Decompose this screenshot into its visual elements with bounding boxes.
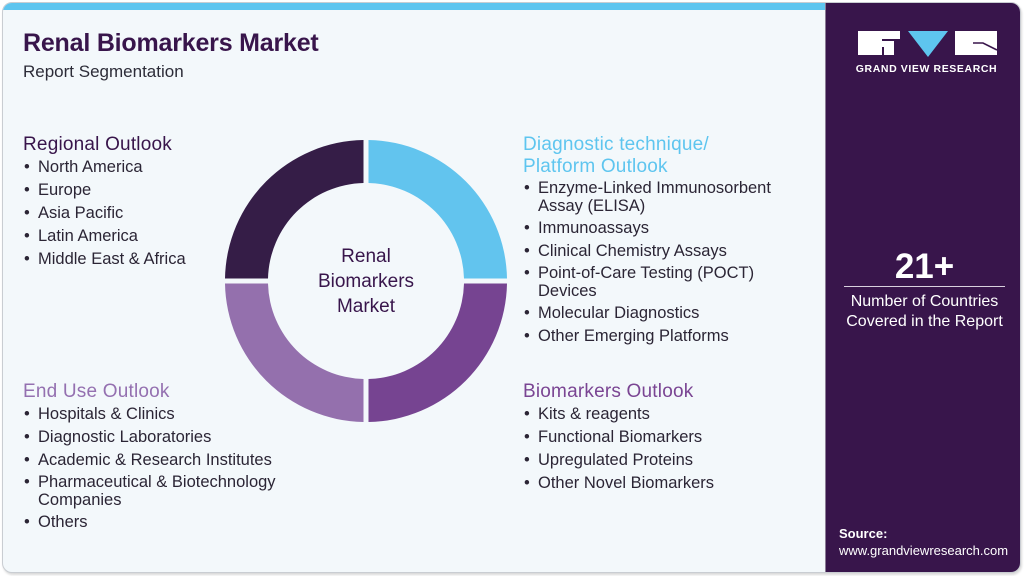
donut-center-line: Biomarkers: [317, 270, 415, 292]
list-item: Academic & Research Institutes: [23, 450, 323, 470]
donut-center-line: Renal: [341, 245, 391, 267]
logo-wordmark: GRAND VIEW RESEARCH: [855, 63, 998, 75]
source-title: Source:: [839, 526, 888, 541]
list-item: Upregulated Proteins: [523, 450, 714, 470]
stat-divider: [844, 286, 1005, 287]
list-item: Functional Biomarkers: [523, 427, 714, 447]
page-subtitle: Report Segmentation: [23, 62, 184, 81]
list-item: Other Novel Biomarkers: [523, 473, 714, 493]
list-item: Kits & reagents: [523, 404, 714, 424]
top-accent-stripe: [3, 3, 825, 10]
list-item: Diagnostic Laboratories: [23, 427, 323, 447]
countries-label: Number of Countries Covered in the Repor…: [826, 292, 1020, 332]
list-item: Other Emerging Platforms: [523, 326, 813, 346]
list-item: Immunoassays: [523, 218, 813, 238]
biomarkers-outlook-section: Biomarkers Outlook Kits & reagents Funct…: [523, 381, 714, 496]
donut-segment-end-use: [225, 283, 364, 422]
end-use-list: Hospitals & Clinics Diagnostic Laborator…: [23, 404, 323, 532]
donut-segment-biomarkers: [368, 283, 507, 422]
list-item: Europe: [23, 180, 186, 200]
biomarkers-list: Kits & reagents Functional Biomarkers Up…: [523, 404, 714, 493]
diagnostic-list: Enzyme-Linked Immunosorbent Assay (ELISA…: [523, 179, 813, 346]
list-item: Enzyme-Linked Immunosorbent Assay (ELISA…: [523, 179, 803, 215]
donut-center-line: Market: [336, 295, 396, 317]
list-item: Point-of-Care Testing (POCT) Devices: [523, 264, 783, 300]
sidebar-panel: GRAND VIEW RESEARCH 21+ Number of Countr…: [825, 3, 1020, 572]
countries-count: 21+: [894, 247, 955, 286]
list-item: Asia Pacific: [23, 203, 186, 223]
section-title-line1: Diagnostic technique/: [523, 134, 709, 155]
list-item: Molecular Diagnostics: [523, 303, 813, 323]
diagnostic-platform-outlook-section: Diagnostic technique/ Platform Outlook E…: [523, 134, 813, 349]
section-title: Diagnostic technique/ Platform Outlook: [523, 134, 813, 178]
source-link[interactable]: www.grandviewresearch.com: [839, 543, 1009, 558]
countries-label-line1: Number of Countries: [850, 293, 999, 310]
regional-outlook-section: Regional Outlook North America Europe As…: [23, 134, 186, 272]
donut-chart-graphic: [225, 140, 507, 422]
list-item: North America: [23, 157, 186, 177]
end-use-outlook-section: End Use Outlook Hospitals & Clinics Diag…: [23, 381, 323, 535]
section-title: End Use Outlook: [23, 381, 170, 402]
section-title: Biomarkers Outlook: [523, 381, 694, 402]
segmentation-donut: Renal Biomarkers Market: [223, 138, 509, 424]
donut-segment-diagnostic: [368, 140, 507, 279]
donut-center-label: Renal Biomarkers Market: [223, 138, 509, 424]
section-title: Regional Outlook: [23, 134, 172, 155]
page-title: Renal Biomarkers Market: [23, 29, 319, 57]
list-item: Latin America: [23, 226, 186, 246]
gvr-logo-icon: [858, 31, 998, 57]
list-item: Clinical Chemistry Assays: [523, 241, 813, 261]
countries-label-line2: Covered in the Report: [846, 313, 1003, 330]
section-title-line2: Platform Outlook: [523, 156, 668, 177]
list-item: Hospitals & Clinics: [23, 404, 323, 424]
grand-view-research-logo: GRAND VIEW RESEARCH: [854, 29, 999, 75]
list-item: Middle East & Africa: [23, 249, 186, 269]
list-item: Pharmaceutical & Biotechnology Companies: [23, 473, 323, 509]
donut-segment-regional: [225, 140, 364, 279]
regional-list: North America Europe Asia Pacific Latin …: [23, 157, 186, 269]
list-item: Others: [23, 512, 323, 532]
